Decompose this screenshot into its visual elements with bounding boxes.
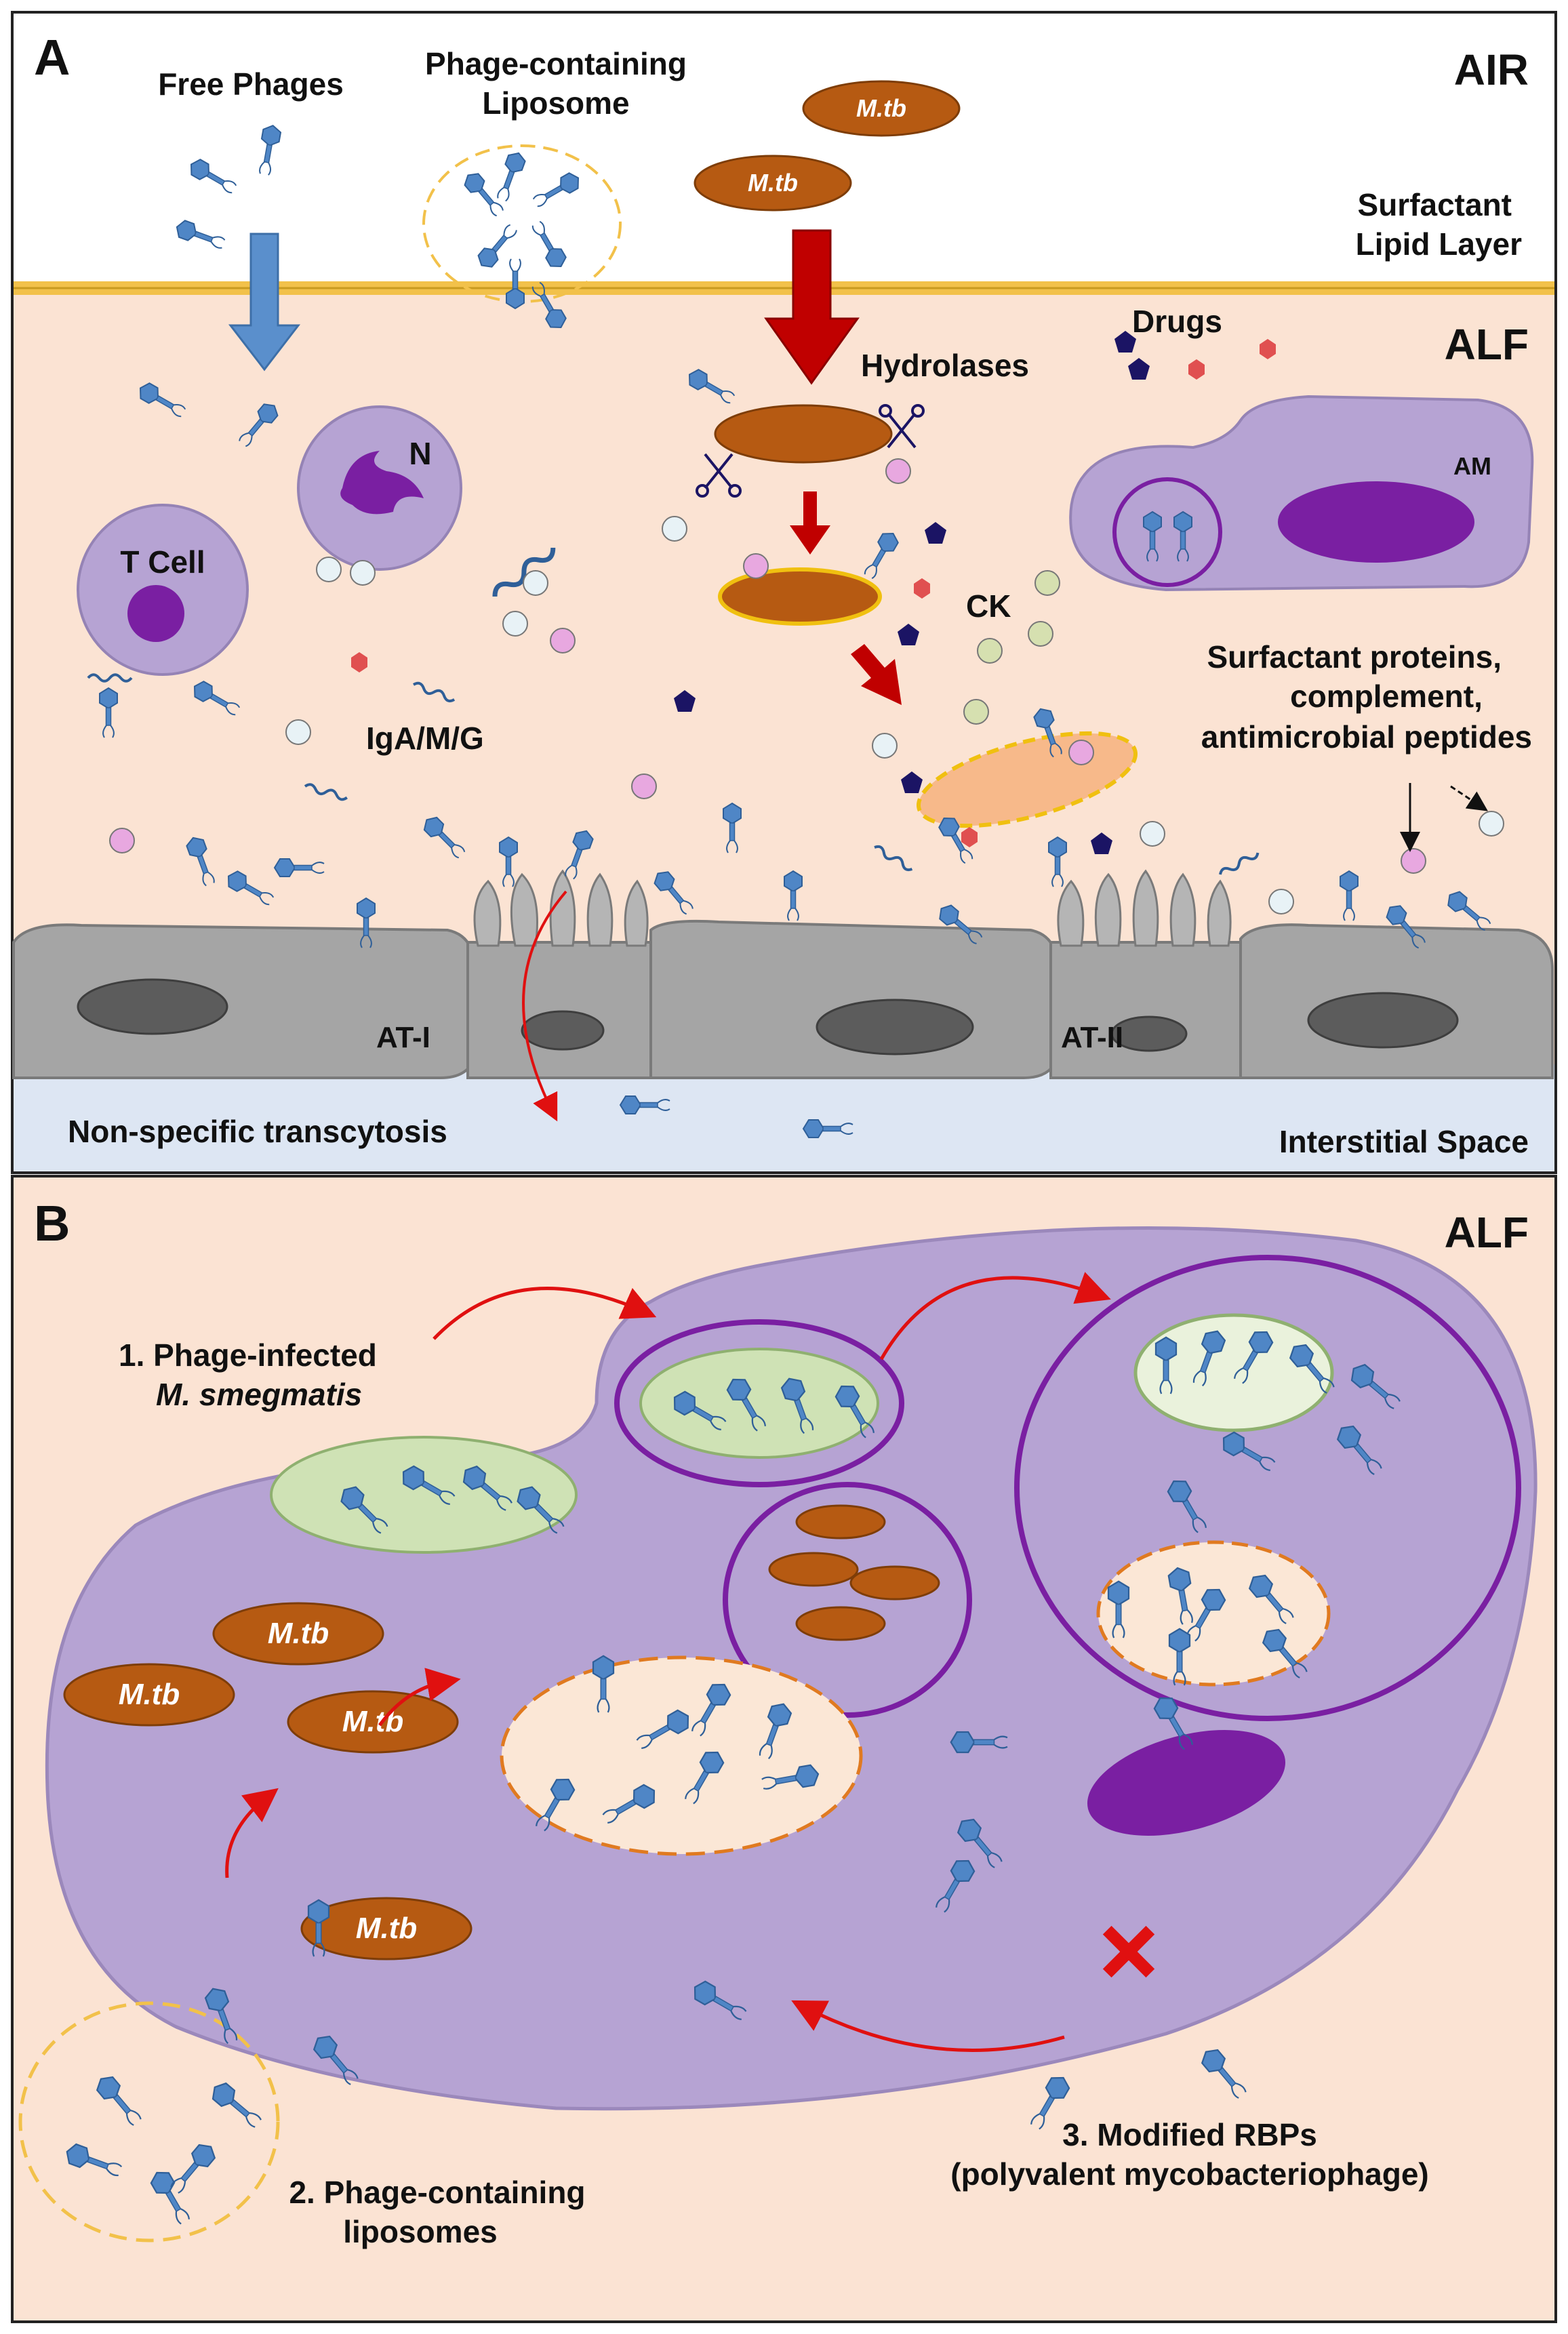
panel-a: M.tb M.tb xyxy=(11,11,1557,1174)
alf-label-b: ALF xyxy=(1445,1208,1529,1257)
mtb-label-2: M.tb xyxy=(748,169,798,197)
liposome-label-1: Phage-containing xyxy=(425,46,687,81)
pathway-arrows xyxy=(225,1272,1111,2052)
phagolysosome-large xyxy=(1014,1255,1521,1721)
item2-label-2: liposomes xyxy=(343,2214,498,2249)
t-cell xyxy=(77,504,249,676)
at1-label: AT-I xyxy=(376,1021,430,1054)
epithelium-nuclei xyxy=(77,978,1459,1055)
at2-label: AT-II xyxy=(1061,1021,1123,1054)
mtb-entry-arrow xyxy=(764,229,860,385)
macrophage-label: AM xyxy=(1453,452,1491,480)
mtb-air xyxy=(693,80,961,212)
liposome-in-cell xyxy=(500,1655,863,1856)
at1-cell-middle xyxy=(649,919,1059,1079)
item3-label-1: 3. Modified RBPs xyxy=(1062,2117,1317,2152)
panel-b: M.tb M.tb M.tb M.tb xyxy=(11,1175,1557,2323)
pointer-arrow-2 xyxy=(1450,785,1488,811)
neutrophil-label: N xyxy=(409,436,431,471)
mtb-digest-arrow-1 xyxy=(790,491,830,555)
epithelium xyxy=(12,919,1554,1079)
item1-label-1: 1. Phage-infected xyxy=(119,1337,377,1373)
air-label: AIR xyxy=(1454,45,1529,94)
surfactant-label-1: Surfactant xyxy=(1358,187,1512,222)
iga-label: IgA/M/G xyxy=(366,721,484,756)
microvilli xyxy=(473,869,1232,947)
transcytosis-label: Non-specific transcytosis xyxy=(68,1114,447,1149)
ck-label: CK xyxy=(966,588,1011,624)
surfactant-proteins-label-2: complement, xyxy=(1290,679,1483,714)
item3-label-2: (polyvalent mycobacteriophage) xyxy=(950,2156,1429,2192)
blocked-x-icon xyxy=(1102,1925,1155,1978)
phagosome-smeg xyxy=(614,1319,904,1487)
surfactant-proteins-label-3: antimicrobial peptides xyxy=(1201,719,1532,754)
item2-label-1: 2. Phage-containing xyxy=(289,2175,585,2210)
smeg-inside xyxy=(639,1348,879,1459)
drugs-label: Drugs xyxy=(1132,304,1222,339)
panel-a-letter: A xyxy=(34,29,70,85)
alf-label-a: ALF xyxy=(1445,320,1529,369)
air-region xyxy=(14,14,1554,281)
drug-molecules xyxy=(351,331,1276,854)
surfactant-label-2: Lipid Layer xyxy=(1356,226,1522,262)
mtb-digest-arrow-2 xyxy=(851,644,902,705)
interstitial-label: Interstitial Space xyxy=(1279,1124,1529,1159)
hydrolases-label: Hydrolases xyxy=(861,348,1029,383)
transcytosis-arrow xyxy=(522,890,567,1122)
mtb-in-cell xyxy=(63,1602,473,1960)
item1-label-2: M. smegmatis xyxy=(156,1377,362,1412)
surfactant-proteins-label-1: Surfactant proteins, xyxy=(1207,639,1502,675)
macrophage-nucleus xyxy=(1087,1730,1286,1836)
mtb-b-label-1: M.tb xyxy=(268,1617,329,1650)
mtb-b-label-4: M.tb xyxy=(356,1912,417,1945)
smeg-extracellular xyxy=(270,1436,578,1554)
at2-cell-right xyxy=(1049,941,1242,1079)
protein-balls xyxy=(109,458,1504,914)
free-phage-arrow xyxy=(228,233,301,371)
liposome-extracellular xyxy=(18,2001,280,2242)
at2-cell-left xyxy=(466,941,652,1079)
alveolar-macrophage xyxy=(1069,395,1534,592)
liposome-label-2: Liposome xyxy=(482,85,629,121)
panel-b-letter: B xyxy=(34,1195,70,1251)
interstitial-region xyxy=(14,1064,1554,1171)
t-cell-label: T Cell xyxy=(120,544,205,580)
neutrophil xyxy=(297,405,462,571)
free-phages-label: Free Phages xyxy=(158,66,344,102)
scissors-icon xyxy=(696,404,925,498)
mtb-label-1: M.tb xyxy=(856,94,906,122)
phagosome-mtb xyxy=(723,1482,972,1718)
mtb-b-label-2: M.tb xyxy=(119,1678,180,1711)
